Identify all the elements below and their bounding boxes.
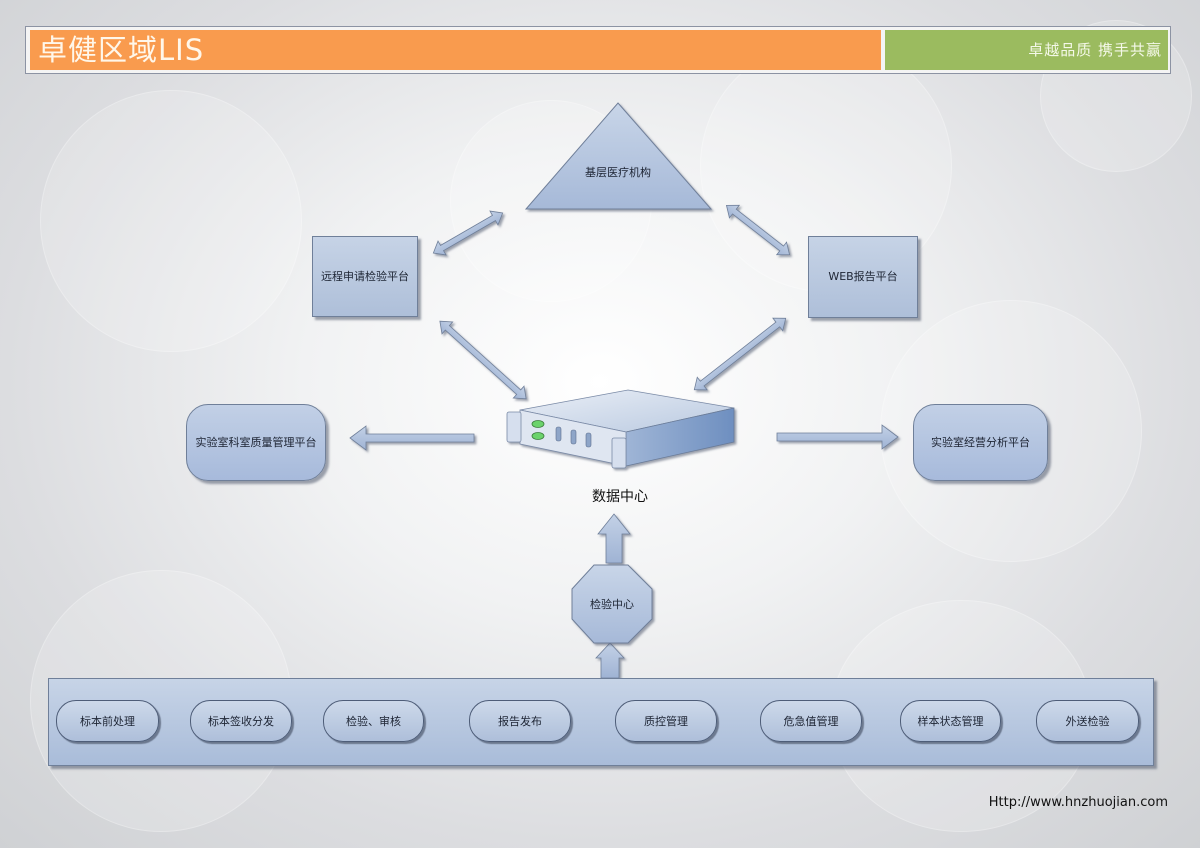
primary-care-triangle[interactable] [524, 102, 713, 210]
header-title-bar [30, 30, 881, 70]
module-pill[interactable]: 外送检验 [1036, 700, 1139, 742]
data-center-label: 数据中心 [592, 489, 648, 505]
page-title: 卓健区域LIS [38, 33, 205, 67]
header-slogan-bar [885, 30, 1168, 70]
background-bubble [40, 90, 302, 352]
lab-quality-node[interactable] [186, 404, 326, 481]
module-pill[interactable]: 质控管理 [615, 700, 717, 742]
lab-analytics-label: 实验室经营分析平台 [931, 436, 1030, 449]
lab-center-octagon[interactable] [571, 564, 653, 644]
arrow-web-to-datacenter [693, 317, 787, 391]
arrow-to-lab-quality [349, 425, 475, 451]
arrow-labcenter-to-datacenter [597, 513, 631, 564]
module-pill[interactable]: 标本签收分发 [190, 700, 292, 742]
arrow-remote-to-primary [432, 210, 504, 256]
remote-request-node[interactable] [312, 236, 418, 317]
web-report-label: WEB报告平台 [828, 270, 898, 283]
arrow-primary-to-web [725, 204, 791, 256]
header-slogan: 卓越品质 携手共赢 [1028, 41, 1162, 59]
lab-quality-label: 实验室科室质量管理平台 [195, 436, 317, 449]
web-report-node[interactable] [808, 236, 918, 318]
lab-center-label: 检验中心 [590, 598, 634, 611]
module-pill[interactable]: 报告发布 [469, 700, 571, 742]
arrow-modules-to-labcenter [595, 642, 625, 679]
module-pill[interactable]: 标本前处理 [56, 700, 159, 742]
remote-request-label: 远程申请检验平台 [321, 270, 409, 283]
lab-analytics-node[interactable] [913, 404, 1048, 481]
primary-care-label: 基层医疗机构 [585, 166, 651, 179]
data-center-server-icon[interactable] [506, 389, 735, 469]
arrow-remote-to-datacenter [439, 320, 527, 400]
module-pill[interactable]: 样本状态管理 [900, 700, 1001, 742]
module-pill[interactable]: 检验、审核 [323, 700, 424, 742]
module-pill[interactable]: 危急值管理 [760, 700, 862, 742]
footer-url-link[interactable]: Http://www.hnzhuojian.com [988, 795, 1168, 810]
arrow-to-lab-analytics [776, 424, 899, 450]
